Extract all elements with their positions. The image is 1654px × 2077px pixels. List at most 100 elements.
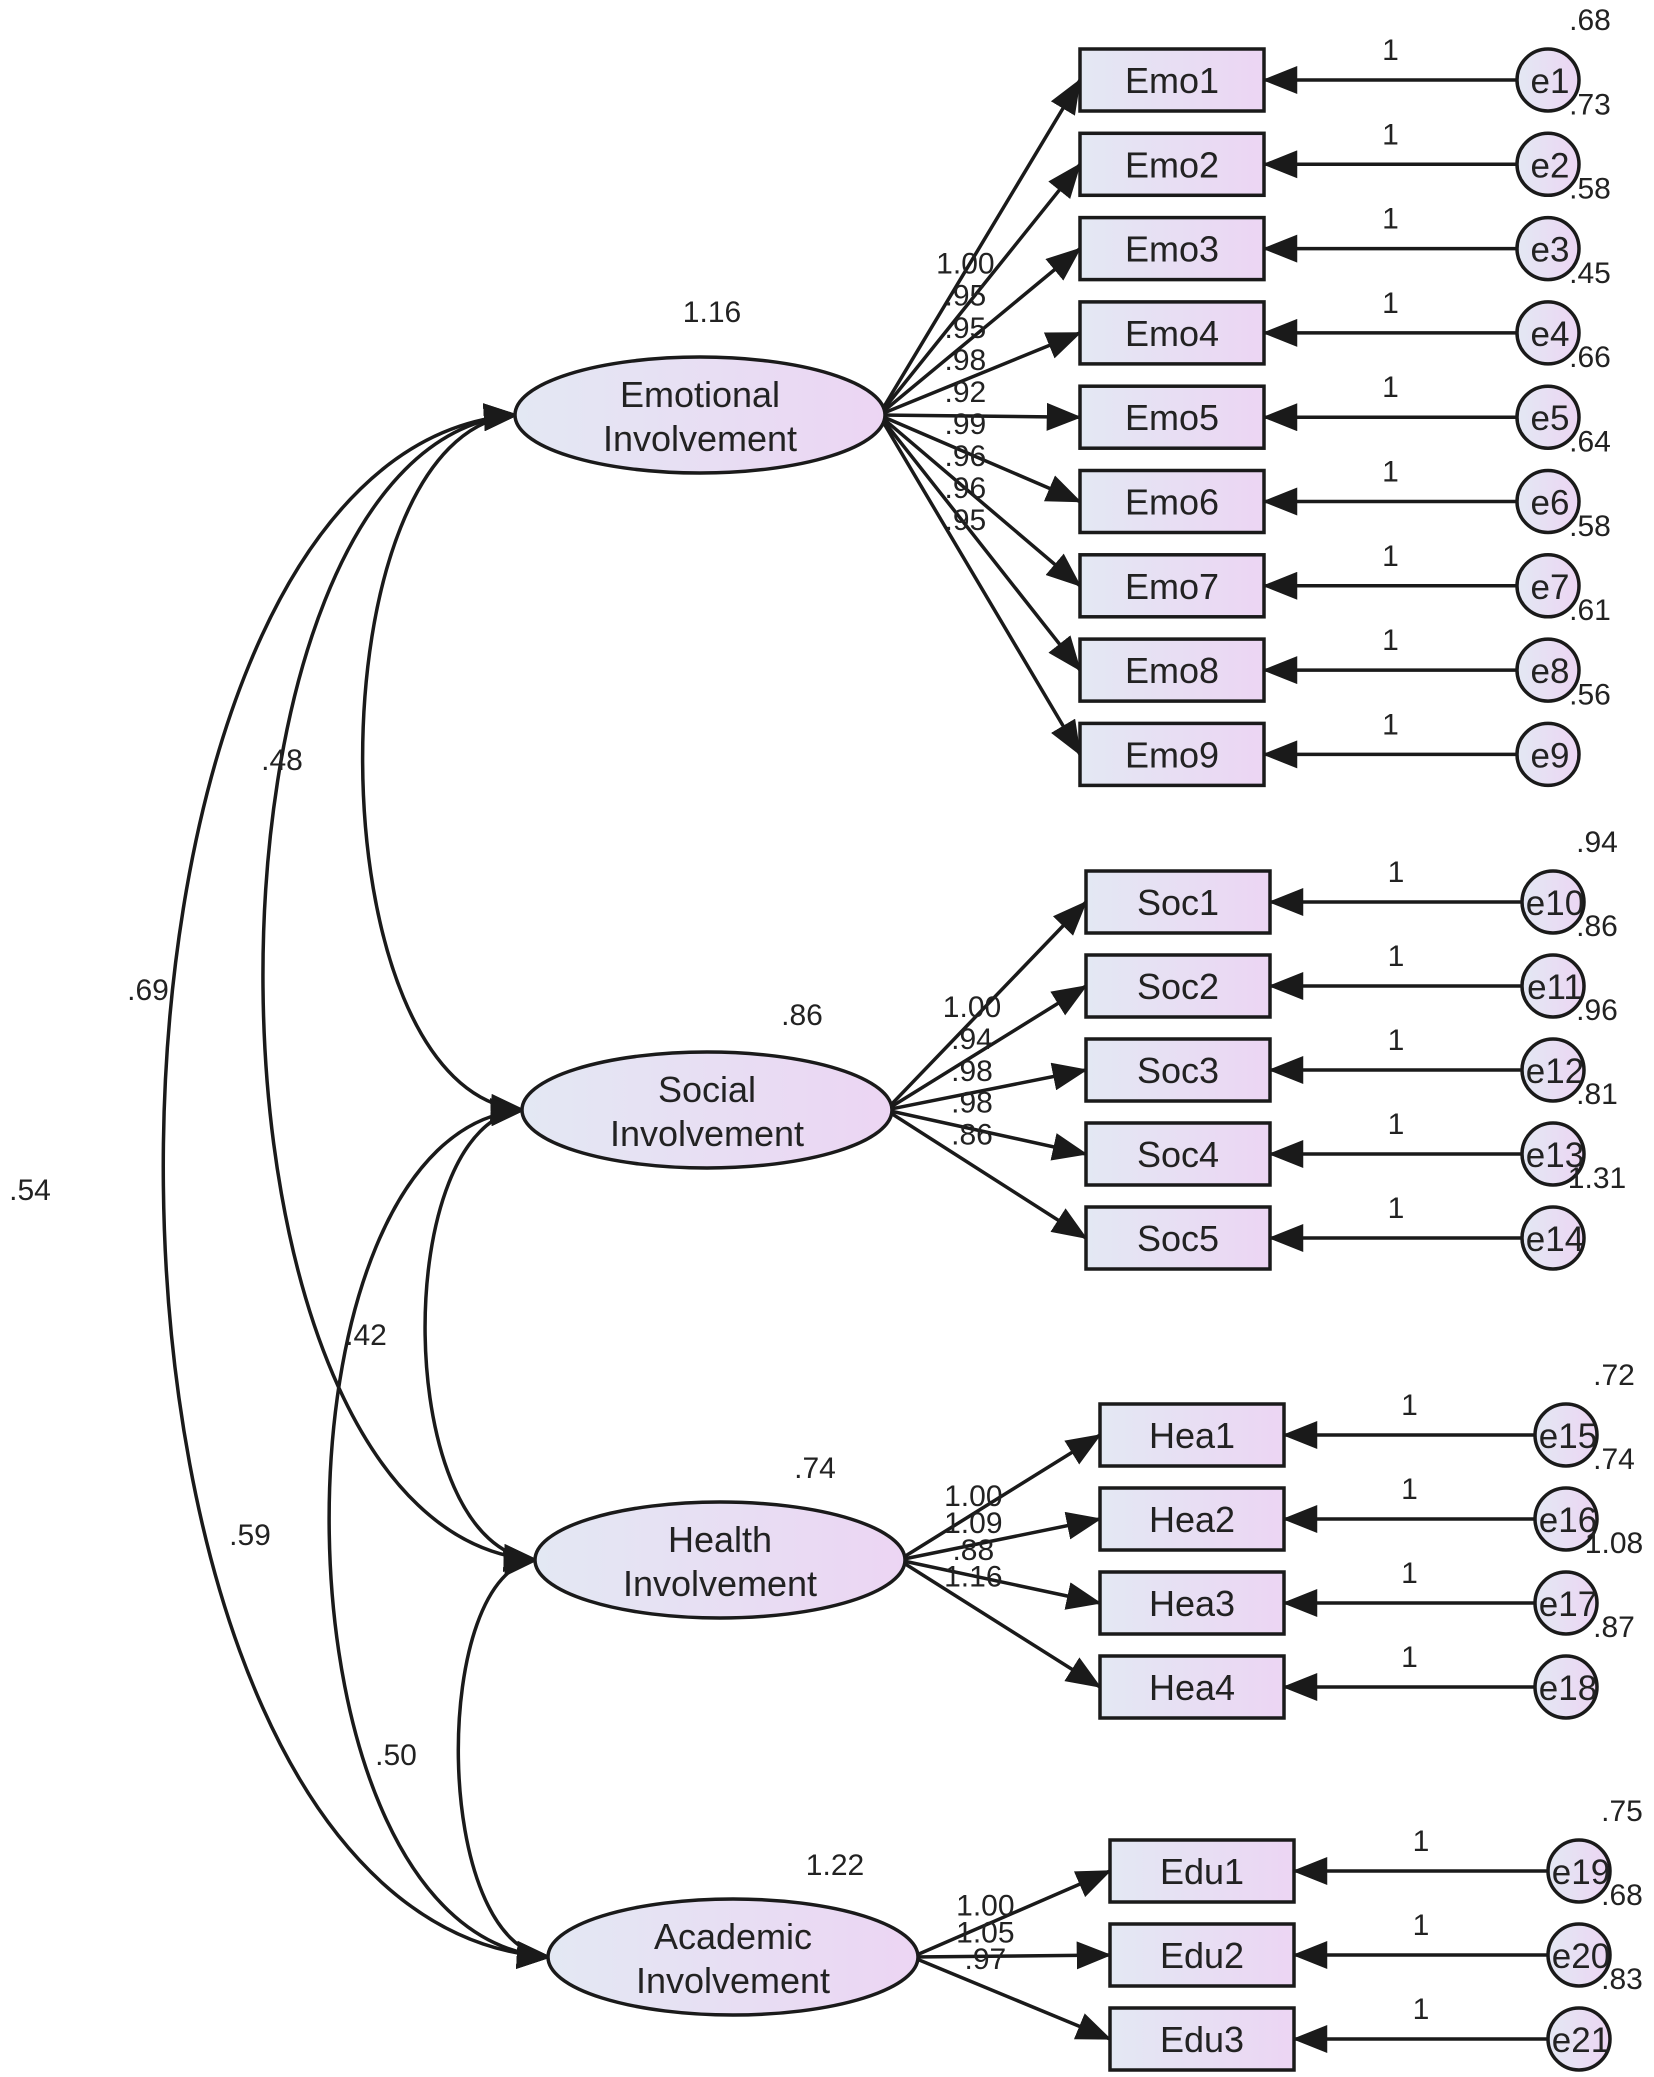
error-path-coef-e10: 1 — [1388, 856, 1405, 889]
loading-value-soc2: .94 — [951, 1023, 993, 1056]
error-e15-label: e15 — [1539, 1417, 1597, 1456]
error-path-coef-e18: 1 — [1401, 1641, 1418, 1674]
error-e12-label: e12 — [1526, 1052, 1584, 1091]
error-path-coef-e9: 1 — [1382, 708, 1399, 741]
error-variance-e14: 1.31 — [1568, 1162, 1626, 1195]
loading-arrow-emo2 — [877, 162, 1082, 417]
error-variance-e20: .68 — [1601, 1879, 1643, 1912]
loading-value-emo6: .99 — [945, 408, 987, 441]
indicator-emo5-label: Emo5 — [1125, 397, 1219, 438]
loading-value-soc4: .98 — [951, 1087, 993, 1120]
error-e18-circle — [1533, 1654, 1599, 1720]
loading-arrow-edu1 — [911, 1869, 1112, 1959]
loading-value-hea1: 1.00 — [944, 1480, 1002, 1513]
error-e5-label: e5 — [1531, 399, 1570, 438]
loading-arrow-soc2 — [885, 984, 1088, 1112]
error-path-coef-e12: 1 — [1388, 1024, 1405, 1057]
error-e17-label: e17 — [1539, 1585, 1597, 1624]
error-e10-circle — [1520, 869, 1586, 935]
edges-layer — [161, 66, 1548, 2053]
error-e9-circle — [1515, 721, 1581, 788]
loading-arrow-emo9 — [877, 414, 1082, 756]
error-variance-e12: .96 — [1576, 994, 1618, 1027]
loading-value-hea2: 1.09 — [944, 1507, 1002, 1540]
indicator-emo6-label: Emo6 — [1125, 482, 1219, 523]
covariance-arc-soc-edu — [327, 1098, 552, 1969]
indicator-emo8-box — [1078, 637, 1266, 703]
loading-arrow-emo8 — [877, 413, 1082, 672]
error-e2-circle — [1515, 131, 1581, 198]
covariance-value-emo-edu: .54 — [9, 1174, 51, 1207]
loading-value-edu3: .97 — [965, 1943, 1007, 1976]
loading-value-emo8: .96 — [945, 472, 987, 505]
error-e3-label: e3 — [1531, 231, 1570, 270]
loading-arrow-hea3 — [898, 1558, 1102, 1610]
error-e9-label: e9 — [1531, 736, 1570, 775]
loading-arrow-soc3 — [885, 1062, 1088, 1112]
labels-layer: EmotionalInvolvement1.16SocialInvolvemen… — [9, 4, 1643, 2060]
error-e17-circle — [1533, 1570, 1599, 1636]
indicator-hea2-label: Hea2 — [1149, 1499, 1235, 1540]
indicator-emo9-label: Emo9 — [1125, 734, 1219, 775]
error-e7-circle — [1515, 553, 1581, 619]
indicator-soc4-box — [1084, 1121, 1272, 1187]
indicator-soc5-box — [1084, 1205, 1272, 1271]
latent-hea-label-line2: Involvement — [623, 1563, 817, 1604]
indicator-edu3-box — [1108, 2006, 1296, 2072]
loading-arrow-soc5 — [885, 1108, 1088, 1240]
latent-emo-label-line2: Involvement — [603, 418, 797, 459]
error-path-coef-e11: 1 — [1388, 940, 1405, 973]
loading-arrow-emo5 — [878, 402, 1082, 431]
indicator-emo1-box — [1078, 47, 1266, 113]
error-e21-label: e21 — [1552, 2021, 1610, 2060]
loading-value-soc1: 1.00 — [943, 991, 1001, 1024]
indicator-emo1-label: Emo1 — [1125, 60, 1219, 101]
indicator-hea4-label: Hea4 — [1149, 1667, 1235, 1708]
indicator-edu1-label: Edu1 — [1160, 1851, 1244, 1892]
indicator-emo6-box — [1078, 468, 1266, 535]
error-path-coef-e8: 1 — [1382, 624, 1399, 657]
error-variance-e3: .58 — [1569, 173, 1611, 206]
error-path-coef-e13: 1 — [1388, 1108, 1405, 1141]
indicator-soc2-box — [1084, 953, 1272, 1019]
error-path-coef-e4: 1 — [1382, 287, 1399, 320]
covariance-value-soc-edu: .59 — [229, 1519, 271, 1552]
loading-arrow-soc1 — [884, 900, 1088, 1112]
covariance-arc-soc-hea — [423, 1098, 539, 1572]
indicator-hea2-box — [1098, 1486, 1286, 1552]
loading-value-emo2: .95 — [945, 280, 987, 313]
error-e16-label: e16 — [1539, 1501, 1597, 1540]
error-e21-circle — [1546, 2006, 1612, 2072]
error-path-coef-e19: 1 — [1413, 1825, 1430, 1858]
error-variance-e1: .68 — [1569, 4, 1611, 37]
error-e6-circle — [1515, 468, 1581, 535]
loading-arrow-emo7 — [877, 413, 1082, 588]
error-e19-circle — [1546, 1838, 1612, 1904]
latent-soc-label-line2: Involvement — [610, 1113, 804, 1154]
nodes-layer — [513, 47, 1612, 2072]
latent-edu-variance: 1.22 — [806, 1849, 864, 1882]
loading-arrow-edu3 — [911, 1955, 1112, 2041]
error-e11-label: e11 — [1527, 968, 1583, 1007]
error-e13-label: e13 — [1526, 1136, 1584, 1175]
error-path-coef-e15: 1 — [1401, 1389, 1418, 1422]
indicator-hea4-box — [1098, 1654, 1286, 1720]
latent-hea-variance: .74 — [794, 1452, 836, 1485]
error-path-coef-e21: 1 — [1413, 1993, 1430, 2026]
error-e12-circle — [1520, 1037, 1586, 1103]
error-variance-e21: .83 — [1601, 1963, 1643, 1996]
loading-value-emo1: 1.00 — [936, 248, 994, 281]
loading-arrow-emo1 — [877, 78, 1082, 416]
indicator-soc5-label: Soc5 — [1137, 1218, 1219, 1259]
error-e5-circle — [1515, 384, 1581, 450]
error-e20-circle — [1546, 1922, 1612, 1988]
error-path-coef-e7: 1 — [1382, 540, 1399, 573]
error-path-coef-e5: 1 — [1382, 371, 1399, 404]
error-e1-circle — [1515, 47, 1581, 113]
error-e8-label: e8 — [1531, 652, 1570, 691]
error-path-coef-e1: 1 — [1382, 34, 1399, 67]
indicator-emo7-label: Emo7 — [1125, 566, 1219, 607]
indicator-emo9-box — [1078, 721, 1266, 788]
loading-value-emo4: .98 — [945, 344, 987, 377]
error-variance-e15: .72 — [1593, 1359, 1635, 1392]
